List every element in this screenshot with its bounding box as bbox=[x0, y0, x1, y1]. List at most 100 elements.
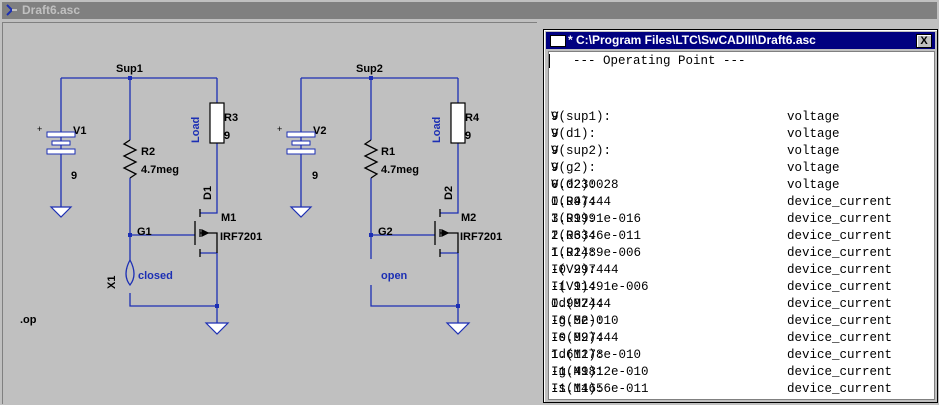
close-button[interactable]: X bbox=[916, 34, 932, 48]
left-fet-wire bbox=[129, 198, 218, 323]
window-icon bbox=[550, 35, 566, 47]
op-row-value: 0.0230028 bbox=[551, 178, 619, 192]
right-r1-resistor bbox=[363, 139, 379, 179]
right-node-dots bbox=[369, 76, 460, 308]
op-row-value: 9 bbox=[551, 110, 559, 124]
right-net-sup-label: Sup2 bbox=[356, 63, 383, 75]
op-row-kind: device_current bbox=[787, 246, 893, 260]
op-row-kind: voltage bbox=[787, 110, 840, 124]
op-row-name: I(R4): bbox=[551, 195, 597, 209]
op-row-kind: device_current bbox=[787, 263, 893, 277]
right-v2-name: V2 bbox=[313, 125, 326, 137]
left-v1-battery[interactable] bbox=[46, 131, 76, 155]
left-r3-name: R3 bbox=[224, 112, 238, 124]
right-fet-wire bbox=[370, 198, 459, 323]
left-r2-resistor bbox=[122, 139, 138, 179]
op-row-name: I(V1): bbox=[551, 280, 597, 294]
left-net-sup-label: Sup1 bbox=[116, 63, 143, 75]
op-row-name: Id(M2): bbox=[551, 297, 604, 311]
op-row-name: V(sup1): bbox=[551, 110, 612, 124]
right-v2-ground-icon bbox=[289, 206, 313, 218]
ltspice-app-icon bbox=[6, 4, 17, 16]
op-row-name: V(d2): bbox=[551, 178, 597, 192]
left-net-gate-label: G1 bbox=[137, 226, 152, 238]
right-net-gate-label: G2 bbox=[378, 226, 393, 238]
op-directive[interactable]: .op bbox=[20, 314, 37, 326]
op-row-name: I(V2): bbox=[551, 263, 597, 277]
left-m1-model: IRF7201 bbox=[220, 231, 262, 243]
left-m1-fet bbox=[194, 209, 218, 257]
right-r4-name: R4 bbox=[465, 112, 480, 124]
operating-point-window[interactable]: * C:\Program Files\LTC\SwCADIII\Draft6.a… bbox=[543, 29, 938, 403]
op-row-kind: voltage bbox=[787, 144, 840, 158]
right-load-tag: Load bbox=[431, 117, 443, 143]
op-row-kind: device_current bbox=[787, 382, 893, 396]
op-heading: --- Operating Point --- bbox=[573, 54, 746, 68]
op-row-name: I(R1): bbox=[551, 212, 597, 226]
right-switch-state: open bbox=[381, 270, 408, 282]
left-v1-plus-sign: + bbox=[37, 124, 42, 134]
left-switch-state: closed bbox=[138, 270, 173, 282]
right-r1-value: 4.7meg bbox=[381, 164, 419, 176]
left-r3-value: 9 bbox=[224, 130, 230, 142]
op-row-kind: device_current bbox=[787, 348, 893, 362]
text-caret bbox=[549, 54, 550, 68]
right-r4-value: 9 bbox=[465, 130, 471, 142]
op-row-name: V(sup2): bbox=[551, 144, 612, 158]
op-row-value: 1.61278e-010 bbox=[551, 348, 642, 362]
op-row-value: 3.99991e-016 bbox=[551, 212, 642, 226]
op-row-name: V(d1): bbox=[551, 127, 597, 141]
schematic-drawing[interactable]: Sup1 + V1 9 R2 4.7meg Load R3 9 D1 M1 IR… bbox=[3, 23, 537, 404]
left-d1-name: D1 bbox=[202, 186, 214, 200]
op-row-value: -1.49812e-010 bbox=[551, 365, 649, 379]
right-m2-model: IRF7201 bbox=[460, 231, 502, 243]
main-window-title: Draft6.asc bbox=[22, 3, 81, 17]
op-row-name: Is(M1): bbox=[551, 382, 604, 396]
right-ground-icon bbox=[445, 322, 471, 335]
op-row-name: Is(M2): bbox=[551, 331, 604, 345]
op-row-kind: voltage bbox=[787, 127, 840, 141]
op-row-value: -1.14656e-011 bbox=[551, 382, 649, 396]
left-load-tag: Load bbox=[190, 117, 202, 143]
right-circuit bbox=[300, 77, 459, 323]
schematic-canvas[interactable]: Sup1 + V1 9 R2 4.7meg Load R3 9 D1 M1 IR… bbox=[2, 22, 537, 404]
right-v2-value: 9 bbox=[312, 170, 318, 182]
left-v1-ground-icon bbox=[49, 206, 73, 218]
left-node-dots bbox=[128, 76, 219, 308]
op-window-titlebar[interactable]: * C:\Program Files\LTC\SwCADIII\Draft6.a… bbox=[546, 32, 935, 49]
right-r1-name: R1 bbox=[381, 146, 395, 158]
op-row-name: I(R3): bbox=[551, 229, 597, 243]
op-row-kind: voltage bbox=[787, 161, 840, 175]
left-v1-value: 9 bbox=[71, 170, 77, 182]
right-d2-name: D2 bbox=[443, 186, 455, 200]
op-row-value: 9 bbox=[551, 127, 559, 141]
left-circuit bbox=[60, 77, 218, 323]
op-row-value: 0.997444 bbox=[551, 195, 612, 209]
right-r4-resistor bbox=[450, 102, 466, 144]
op-row-kind: device_current bbox=[787, 212, 893, 226]
op-row-kind: device_current bbox=[787, 365, 893, 379]
op-row-kind: device_current bbox=[787, 229, 893, 243]
op-row-value: -6.5e-010 bbox=[551, 314, 619, 328]
right-v2-plus-sign: + bbox=[277, 124, 282, 134]
left-x1-name: X1 bbox=[106, 276, 118, 289]
left-ground-icon bbox=[204, 322, 230, 335]
left-v1-name: V1 bbox=[73, 125, 86, 137]
main-window-titlebar[interactable]: Draft6.asc bbox=[2, 2, 937, 19]
op-row-value: -0.997444 bbox=[551, 263, 619, 277]
op-row-kind: device_current bbox=[787, 297, 893, 311]
right-m2-fet bbox=[434, 209, 459, 257]
left-r2-value: 4.7meg bbox=[141, 164, 179, 176]
op-row-value: 1.91489e-006 bbox=[551, 246, 642, 260]
right-v2-battery[interactable] bbox=[286, 131, 316, 155]
left-x1-switch[interactable] bbox=[125, 259, 135, 287]
op-row-kind: voltage bbox=[787, 178, 840, 192]
op-row-kind: device_current bbox=[787, 314, 893, 328]
left-r3-resistor bbox=[209, 102, 225, 144]
left-m1-name: M1 bbox=[221, 212, 236, 224]
op-row-value: -0.997444 bbox=[551, 331, 619, 345]
op-row-kind: device_current bbox=[787, 195, 893, 209]
op-row-name: I(R2): bbox=[551, 246, 597, 260]
